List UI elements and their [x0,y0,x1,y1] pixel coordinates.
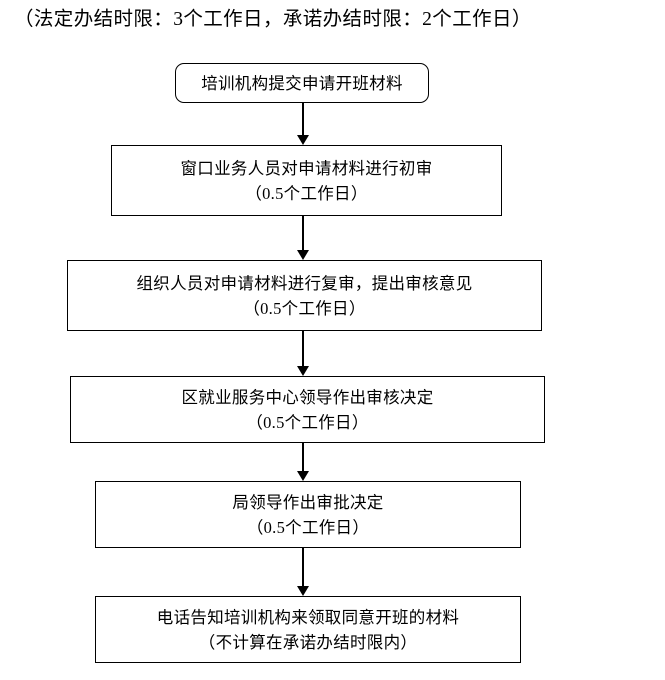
flow-connector-arrow-down [296,103,310,145]
process-time-limit-note: （法定办结时限：3个工作日，承诺办结时限：2个工作日） [14,9,532,30]
arrow-down-icon [297,366,309,376]
flow-node-submit-materials: 培训机构提交申请开班材料 [175,63,429,103]
flow-node-notify-pickup-materials: 电话告知培训机构来领取同意开班的材料 （不计算在承诺办结时限内） [95,596,521,663]
flow-node-title: 组织人员对申请材料进行复审，提出审核意见 [136,273,473,293]
flow-node-organization-second-review: 组织人员对申请材料进行复审，提出审核意见 （0.5个工作日） [67,260,542,331]
connector-stem [302,216,304,250]
flow-node-duration: （0.5个工作日） [245,183,368,203]
connector-stem [302,548,304,586]
connector-stem [302,331,304,366]
arrow-down-icon [297,250,309,260]
flow-node-window-first-review: 窗口业务人员对申请材料进行初审 （0.5个工作日） [111,145,502,216]
arrow-down-icon [297,586,309,596]
flow-node-bureau-leader-approval: 局领导作出审批决定 （0.5个工作日） [95,481,521,548]
connector-stem [302,443,304,471]
flow-connector-arrow-down [296,331,310,376]
flow-node-duration: （0.5个工作日） [246,517,370,537]
flow-node-title: 电话告知培训机构来领取同意开班的材料 [156,607,460,627]
flow-node-center-leader-decision: 区就业服务中心领导作出审核决定 （0.5个工作日） [70,376,545,443]
flow-connector-arrow-down [296,443,310,481]
arrow-down-icon [297,135,309,145]
arrow-down-icon [297,471,309,481]
flow-node-title: 区就业服务中心领导作出审核决定 [181,387,434,407]
flow-node-title: 培训机构提交申请开班材料 [201,73,403,93]
flow-connector-arrow-down [296,548,310,596]
flow-node-duration: （不计算在承诺办结时限内） [198,632,418,652]
flow-node-title: 局领导作出审批决定 [232,492,384,512]
connector-stem [302,103,304,135]
flow-node-duration: （0.5个工作日） [243,298,366,318]
flow-node-duration: （0.5个工作日） [246,412,369,432]
flow-connector-arrow-down [296,216,310,260]
flow-node-title: 窗口业务人员对申请材料进行初审 [180,158,433,178]
